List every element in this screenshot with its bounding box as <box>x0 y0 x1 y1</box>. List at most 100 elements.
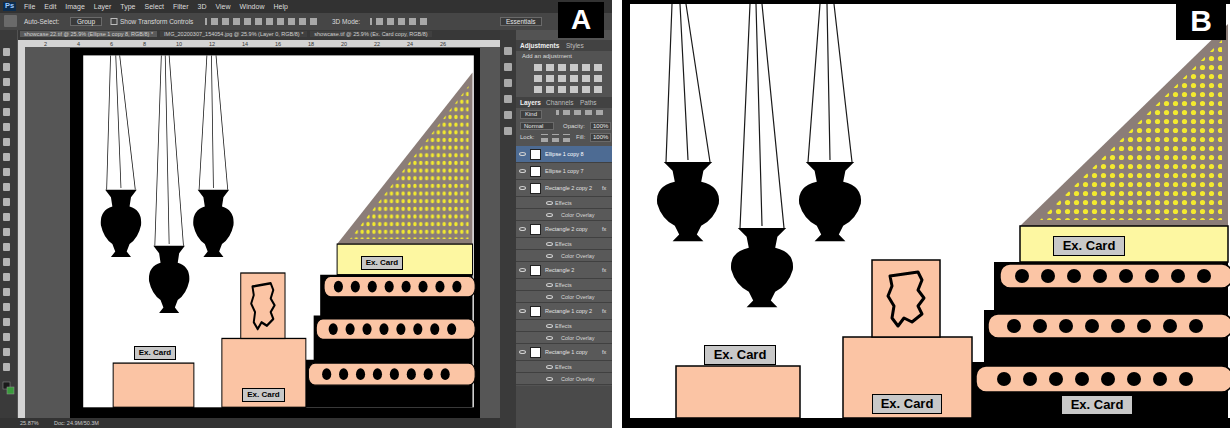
field-label: Opacity: <box>563 123 585 130</box>
ruler-number: 24 <box>407 41 413 47</box>
exhibit-card: Ex. Card <box>704 345 777 366</box>
ruler-number: 10 <box>176 41 182 47</box>
document-tab: showcase 22.tif @ 25.9% (Ellipse 1 copy … <box>20 31 157 37</box>
menu-item: Filter <box>173 3 189 11</box>
ruler <box>18 40 25 418</box>
pasteboard <box>25 47 500 418</box>
exhibit-card: Ex. Card <box>242 388 284 401</box>
visibility-eye <box>546 242 553 246</box>
filter-icons <box>556 110 606 118</box>
visibility-eye <box>546 201 553 205</box>
filter-dropdown: Kind <box>520 110 542 119</box>
effects-badge: fx <box>602 185 606 191</box>
checkbox <box>111 19 117 25</box>
exhibit-card: Ex. Card <box>1053 236 1126 257</box>
effects-label: Effects <box>555 241 572 247</box>
option-label: Auto-Select: <box>24 18 59 25</box>
3d-icons <box>370 17 430 26</box>
panel-dock <box>500 30 516 428</box>
card-text: Ex. Card <box>139 348 171 357</box>
ruler <box>18 40 500 47</box>
visibility-eye <box>546 324 553 328</box>
panel-header <box>516 40 612 51</box>
tab-bar <box>18 30 500 40</box>
ruler-number: 6 <box>110 41 113 47</box>
panel-hint: Add an adjustment <box>522 53 572 60</box>
menu-bar <box>0 0 612 13</box>
field-label: Fill: <box>576 134 585 141</box>
exhibit-card: Ex. Card <box>134 346 176 359</box>
menu-item: Type <box>120 3 135 11</box>
effects-badge: fx <box>602 226 606 232</box>
document-tab: showcase.tif @ 25.9% (Ex. Card copy, RGB… <box>310 31 431 37</box>
layer-thumbnail <box>530 224 541 235</box>
layer-name: Rectangle 1 copy 2 <box>545 308 592 314</box>
option-label: 3D Mode: <box>332 18 360 25</box>
effects-badge: fx <box>602 349 606 355</box>
showcase-design <box>622 0 1230 428</box>
ruler-number: 16 <box>275 41 281 47</box>
showcase-design <box>78 52 475 416</box>
layer-name: Rectangle 1 copy <box>545 349 588 355</box>
app-window <box>0 0 612 428</box>
ruler-number: 22 <box>374 41 380 47</box>
adjustment-icons <box>532 62 604 95</box>
panel-tab: Paths <box>580 99 597 106</box>
ruler-number: 8 <box>143 41 146 47</box>
effect-name: Color Overlay <box>561 294 595 300</box>
visibility-eye <box>519 309 526 313</box>
layer-name: Rectangle 2 copy 2 <box>545 185 592 191</box>
card-text: Ex. Card <box>1063 239 1116 254</box>
status-bar <box>0 418 500 428</box>
panel-tab: Layers <box>520 99 541 106</box>
layer-name: Ellipse 1 copy 7 <box>545 168 584 174</box>
panel-tag: A <box>558 2 604 38</box>
document-frame <box>70 48 480 418</box>
zoom-level: 25.87% <box>20 420 39 426</box>
panel-tab: Channels <box>546 99 573 106</box>
field-value: 100% <box>590 133 611 142</box>
visibility-eye <box>546 213 553 217</box>
app-logo: Ps <box>3 2 16 11</box>
visibility-eye <box>546 377 553 381</box>
ruler-number: 14 <box>242 41 248 47</box>
blend-mode: Normal <box>520 122 554 131</box>
panel-tab: Adjustments <box>520 42 559 49</box>
layer-name: Rectangle 2 copy <box>545 226 588 232</box>
menu-item: Help <box>273 3 287 11</box>
panel-letter: A <box>571 4 591 36</box>
panel-letter: B <box>1190 4 1212 39</box>
menu-item: 3D <box>198 3 207 11</box>
menu-item: Window <box>240 3 265 11</box>
panel-tab: Styles <box>566 42 584 49</box>
card-text: Ex. Card <box>881 397 934 412</box>
card-text: Ex. Card <box>714 348 767 363</box>
visibility-eye <box>519 268 526 272</box>
effect-name: Color Overlay <box>561 335 595 341</box>
layer-thumbnail <box>530 265 541 276</box>
effects-label: Effects <box>555 200 572 206</box>
field-value: 100% <box>590 122 611 131</box>
options-bar <box>0 13 612 30</box>
layer-thumbnail <box>530 183 541 194</box>
effects-label: Effects <box>555 364 572 370</box>
exhibit-card: Ex. Card <box>872 394 943 415</box>
exhibit-card: Ex. Card <box>1061 395 1134 416</box>
dock-icons <box>502 44 514 140</box>
effect-name: Color Overlay <box>561 376 595 382</box>
visibility-eye <box>546 254 553 258</box>
effect-name: Color Overlay <box>561 253 595 259</box>
visibility-eye <box>546 365 553 369</box>
ruler-number: 4 <box>77 41 80 47</box>
visibility-eye <box>519 186 526 190</box>
ruler-number: 2 <box>44 41 47 47</box>
lock-icons <box>540 134 570 142</box>
menu-item: Layer <box>94 3 112 11</box>
menu-item: Select <box>145 3 164 11</box>
card-text: Ex. Card <box>247 390 279 399</box>
card-text: Ex. Card <box>1071 398 1124 413</box>
ruler-number: 20 <box>341 41 347 47</box>
move-tool-icon <box>4 15 17 27</box>
background-color <box>7 387 14 394</box>
